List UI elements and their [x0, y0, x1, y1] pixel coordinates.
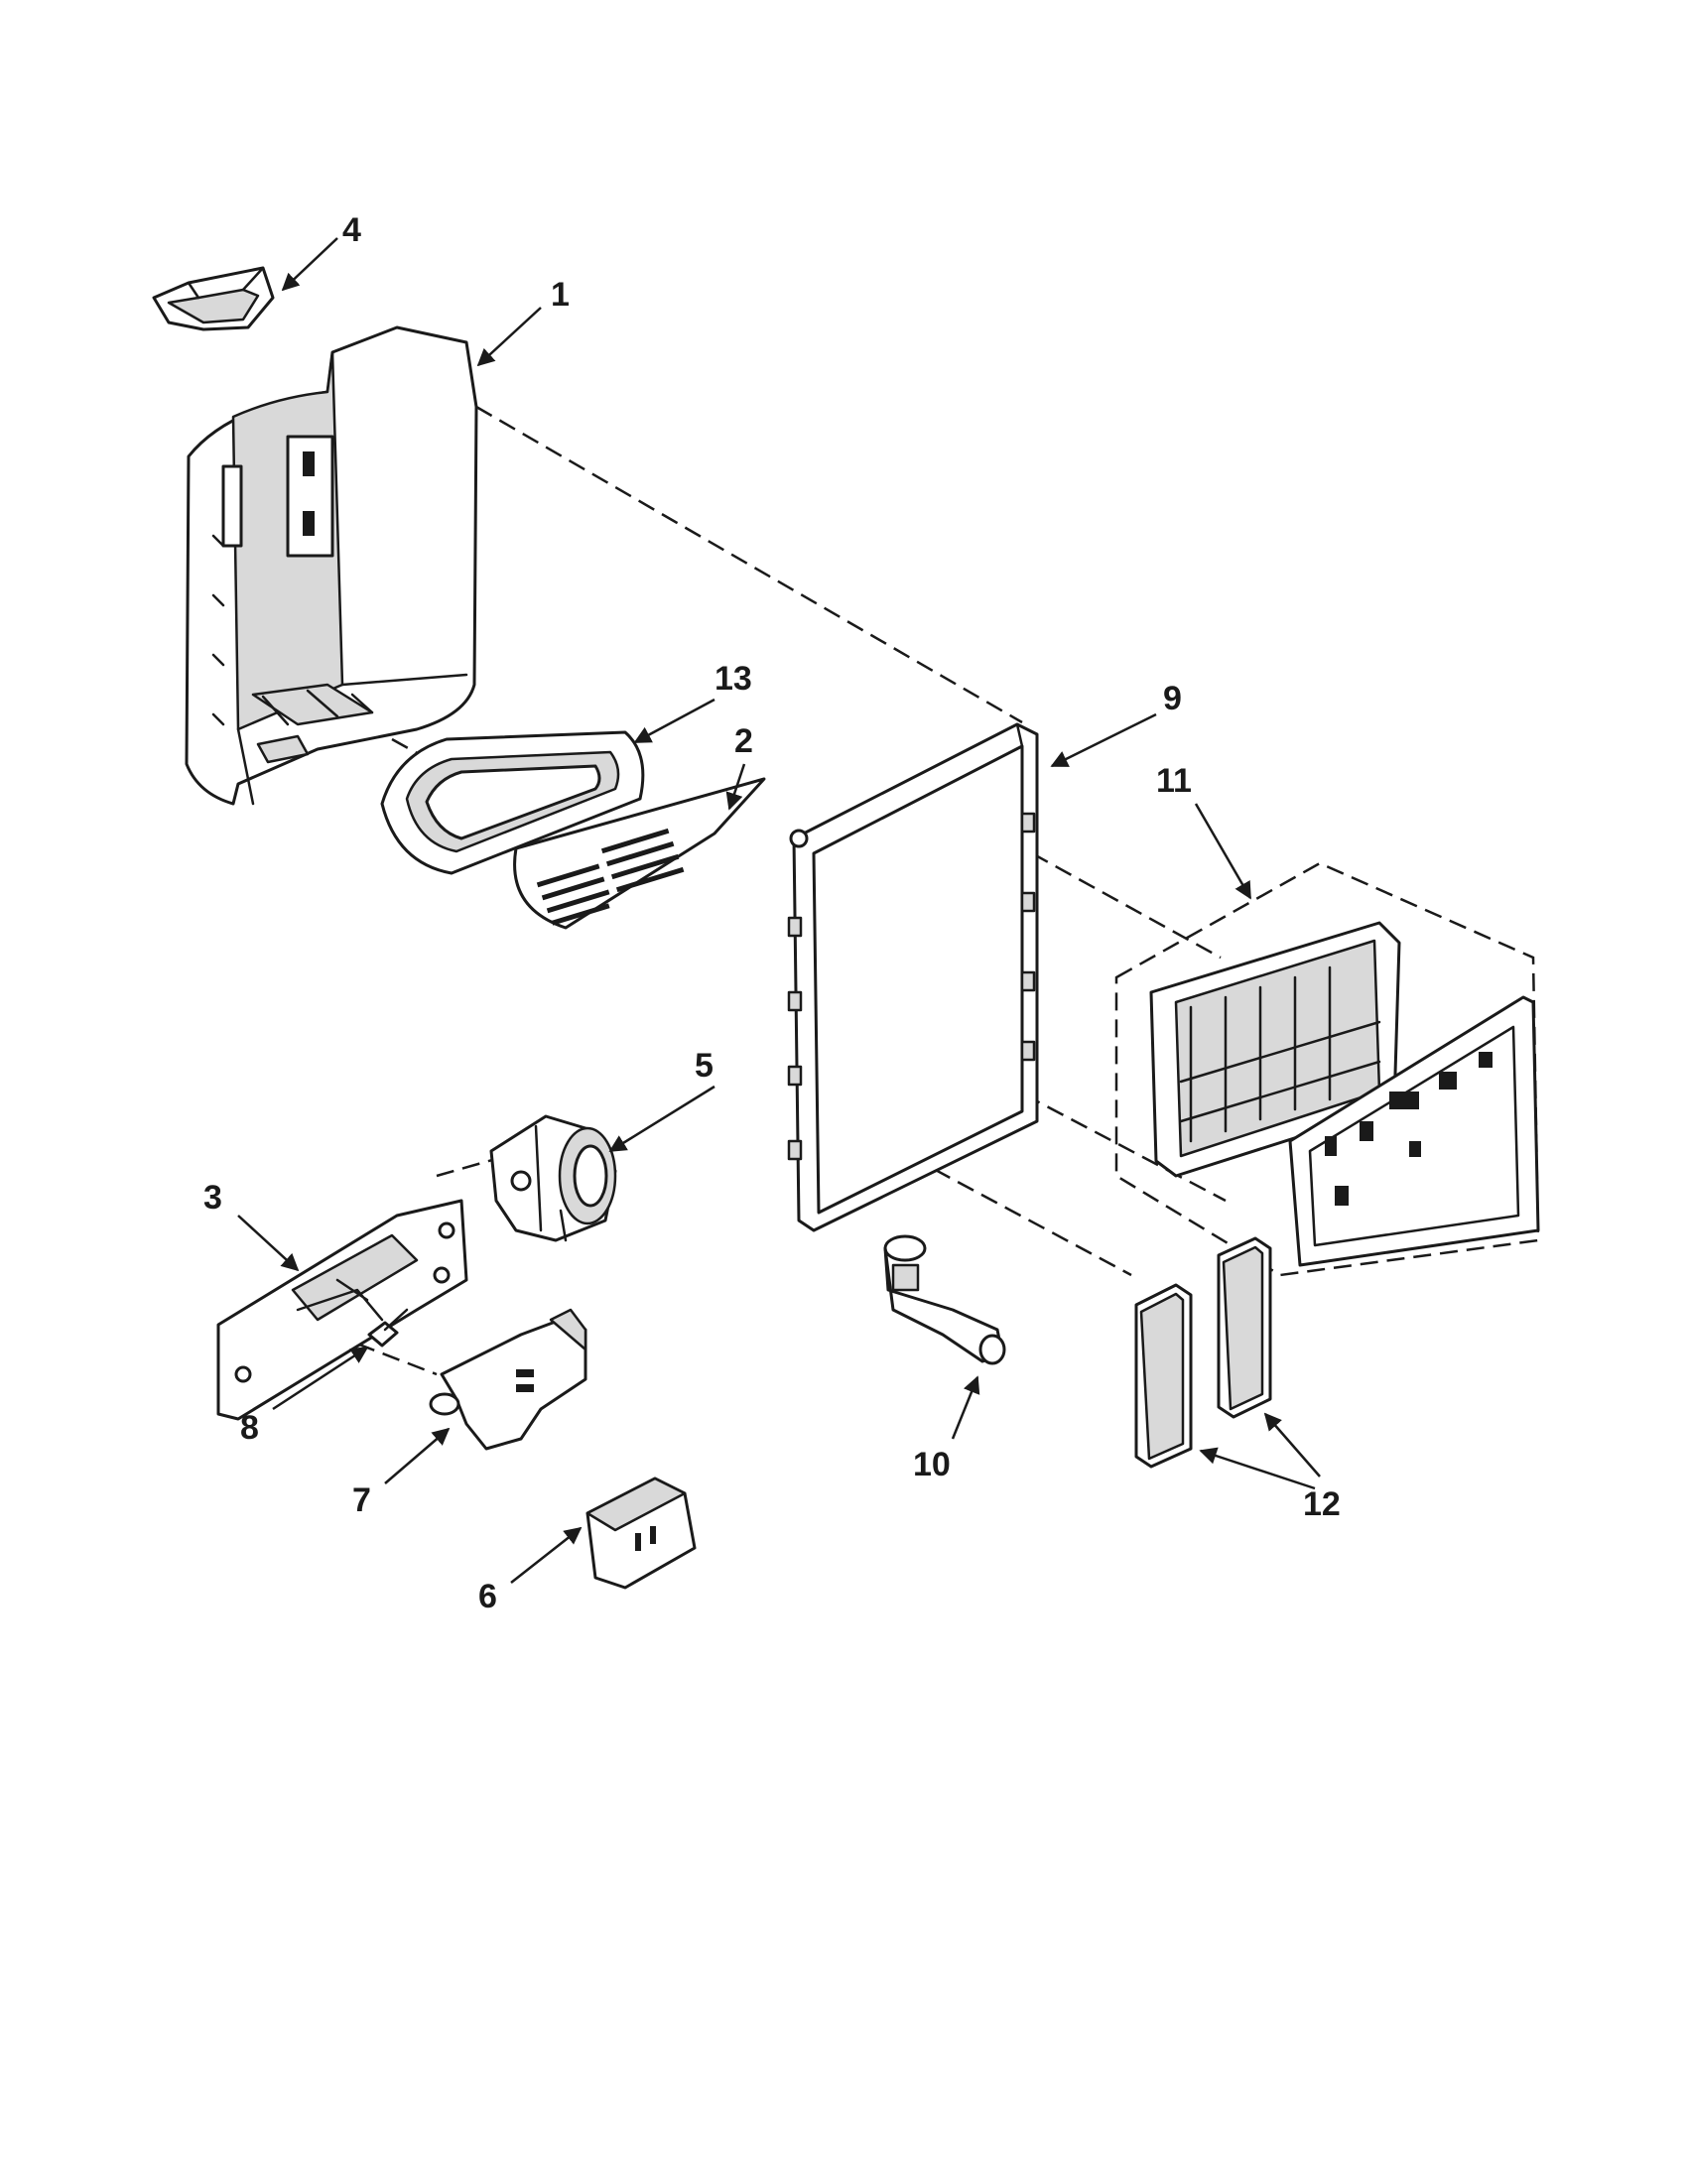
callout-13: 13	[714, 660, 752, 698]
callout-6: 6	[478, 1578, 497, 1615]
callout-10: 10	[913, 1446, 951, 1483]
part-1-dispenser-housing	[185, 325, 478, 806]
part-12-trim-covers	[1134, 1236, 1272, 1469]
part-5-auger-motor	[489, 1114, 617, 1242]
part-8-screw	[367, 1308, 409, 1348]
callout-7: 7	[352, 1481, 371, 1519]
callout-5: 5	[695, 1047, 714, 1085]
part-9-dispenser-frame	[787, 722, 1039, 1232]
part-4-ice-chute-cup	[152, 266, 275, 331]
callout-11: 11	[1156, 762, 1192, 800]
part-13-drip-tray-frame	[380, 730, 645, 875]
callout-12: 12	[1303, 1485, 1341, 1523]
callout-9: 9	[1163, 680, 1182, 717]
part-6-dispenser-paddle	[585, 1477, 697, 1590]
part-3-dispenser-bracket	[216, 1199, 468, 1421]
callout-2: 2	[734, 722, 753, 760]
callout-3: 3	[203, 1179, 222, 1217]
callout-8: 8	[240, 1409, 259, 1447]
callout-4: 4	[342, 211, 361, 249]
part-10-water-elbow	[883, 1234, 1006, 1365]
leader-lines	[237, 237, 1321, 1584]
part-11-control-panel	[1149, 921, 1540, 1267]
part-7-actuator	[429, 1308, 587, 1451]
callout-1: 1	[551, 276, 570, 314]
part-2-drip-tray-grille	[513, 777, 766, 930]
callout-labels: 4 1 13 2 9 11 5 3 8 7 6 10 12	[203, 211, 1341, 1615]
